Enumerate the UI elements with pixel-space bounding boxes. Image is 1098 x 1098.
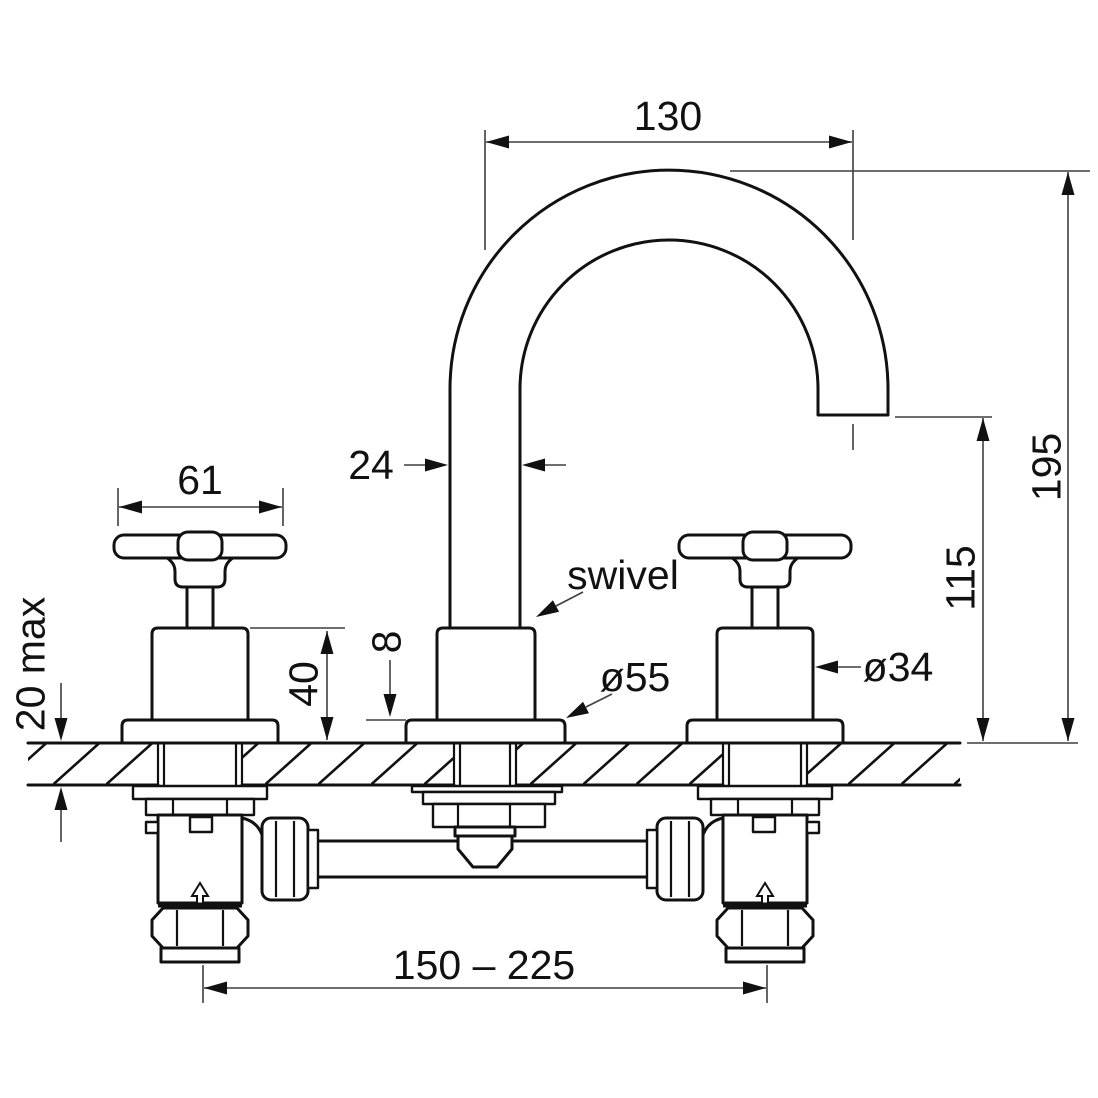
spout-swivel-base [435,626,537,724]
dim-flange-height-label: 8 [363,631,409,654]
note-swivel: swivel [536,552,679,617]
dim-handle-width-label: 61 [177,457,223,503]
dim-spout-reach-label: 130 [634,93,702,139]
dim-deck-thickness-label: 20 max [7,596,53,731]
dim-base-diameter: ø55 [566,654,670,718]
dim-overall-height: 195 [730,170,1090,744]
dim-flange-height: 8 [363,631,409,721]
dim-handle-width: 61 [117,457,284,526]
swan-neck-spout [448,168,890,630]
dim-inlet-centres: 150 – 225 [202,942,768,1003]
left-handle [112,530,288,745]
note-swivel-label: swivel [567,552,679,598]
dim-base-diameter-label: ø55 [600,654,671,700]
dim-overall-height-label: 195 [1023,433,1069,501]
countertop [26,741,962,787]
dim-outlet-height: 115 [852,416,992,741]
dim-body-height: 40 [250,627,345,740]
dim-body-height-label: 40 [280,661,326,707]
dim-inlet-centres-label: 150 – 225 [393,942,575,988]
dim-spout-tube-label: 24 [348,442,394,488]
dim-handle-diameter: ø34 [815,644,933,690]
dim-deck-thickness: 20 max [7,596,68,842]
supply-pipe [316,839,649,879]
right-handle [677,530,853,745]
dim-spout-reach: 130 [484,93,854,250]
spout-base-flange [404,718,567,745]
dim-spout-tube: 24 [348,442,566,488]
center-tailpiece [453,825,517,869]
center-shank-assembly [410,744,564,829]
dim-outlet-height-label: 115 [937,545,983,610]
dim-handle-diameter-label: ø34 [863,644,934,690]
